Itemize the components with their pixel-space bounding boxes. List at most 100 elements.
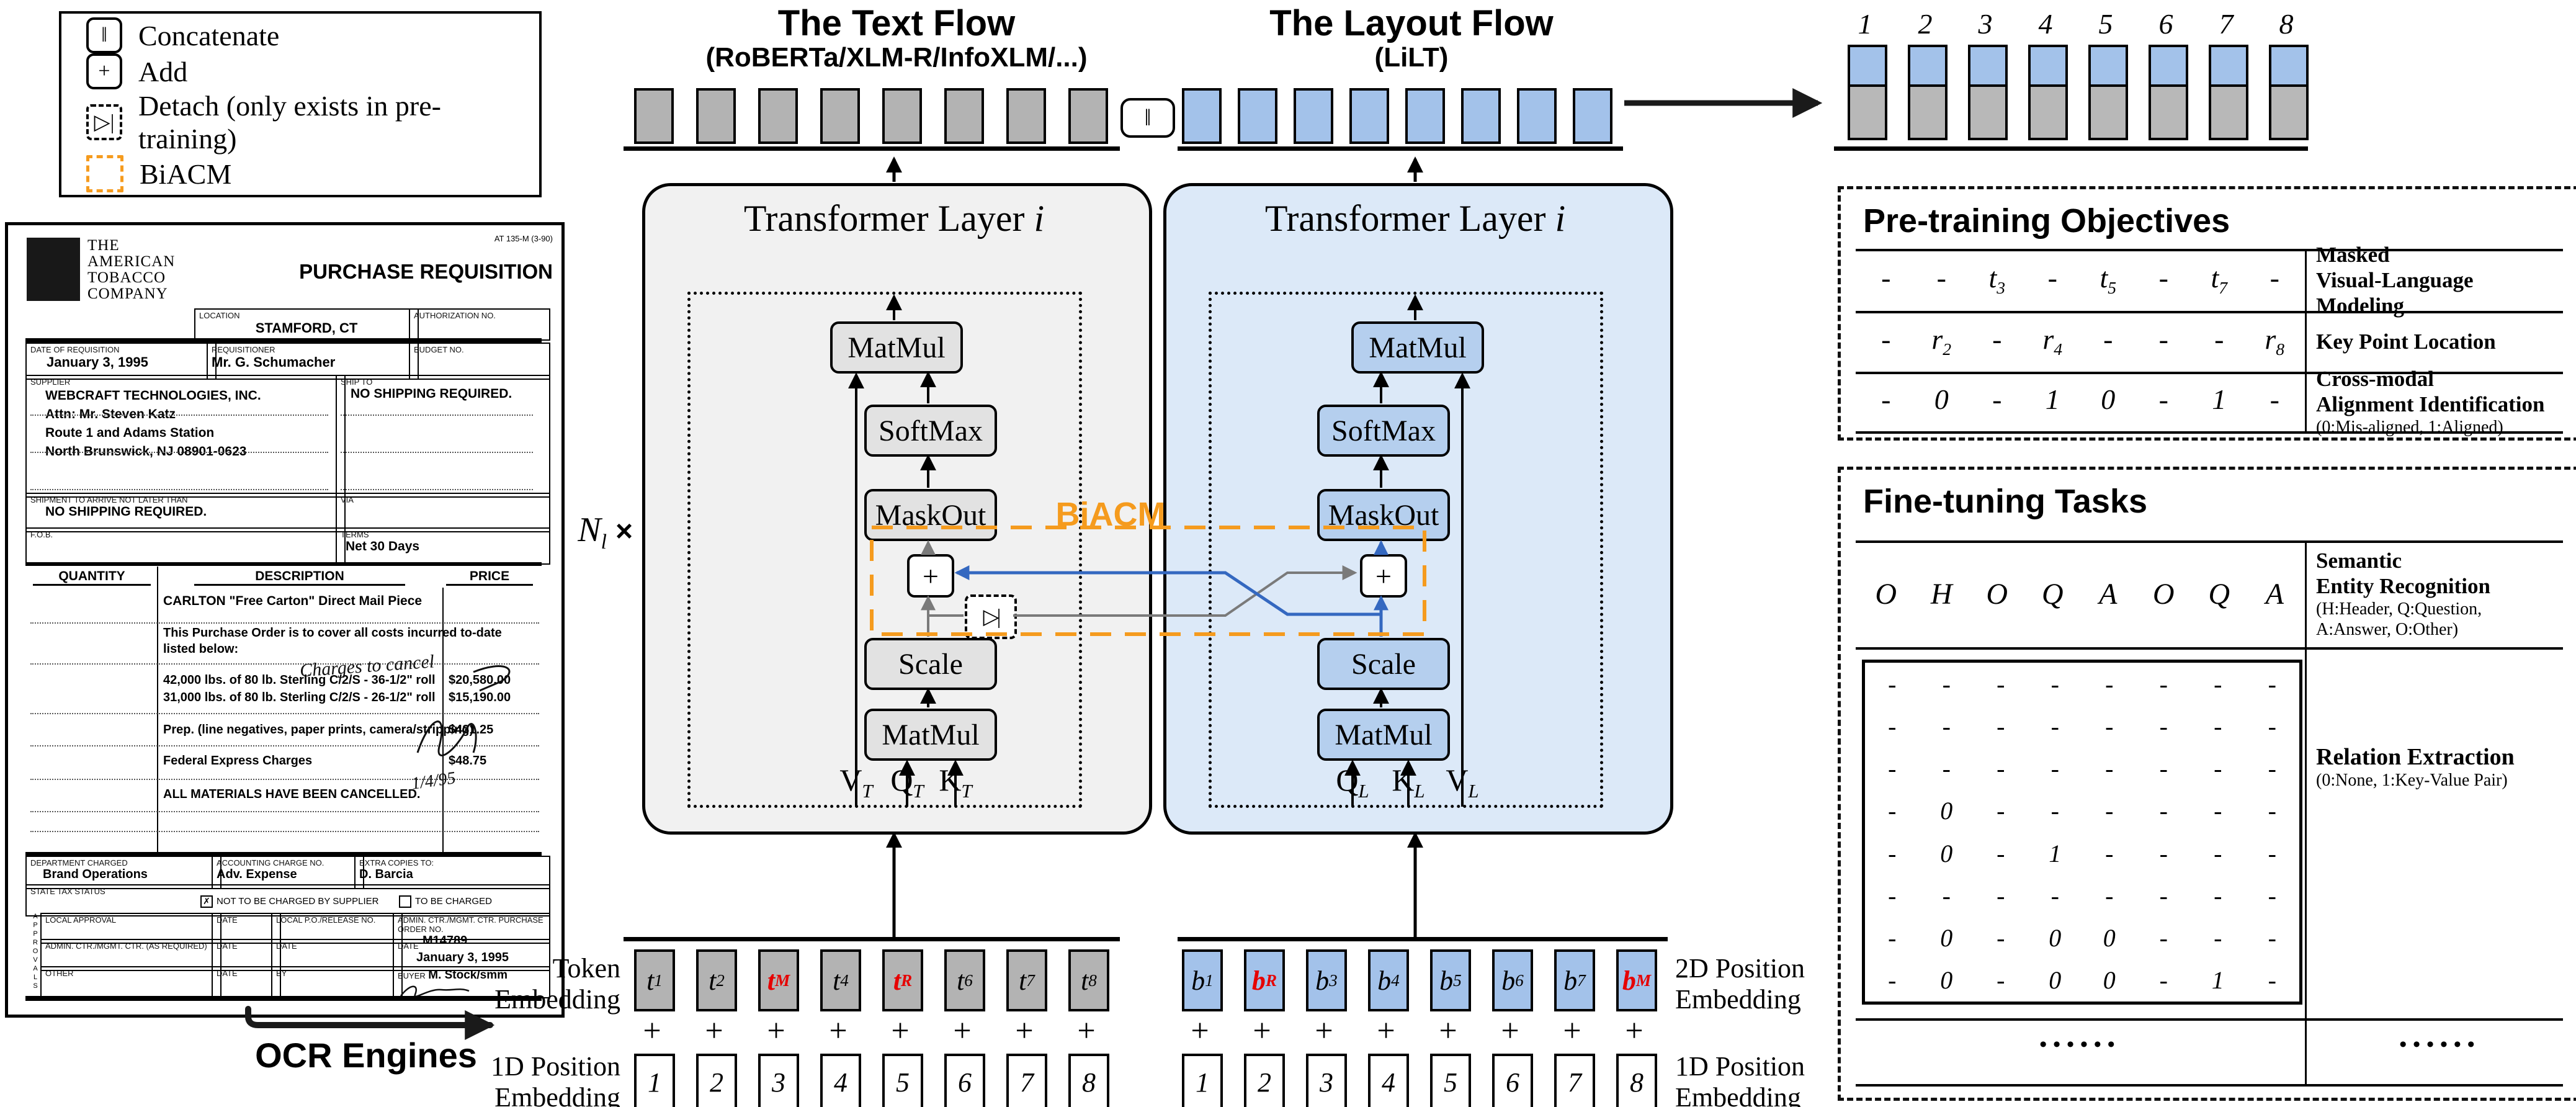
add-icon: + (86, 53, 122, 89)
position-embedding: 8 (1616, 1054, 1657, 1107)
terms-cell: TERMS Net 30 Days (336, 527, 550, 565)
layout-hidden-state (1517, 88, 1557, 144)
ellipsis-left: •••••• (2039, 1033, 2121, 1056)
add-sign: + (1501, 1013, 1519, 1049)
add-sign: + (1563, 1013, 1581, 1049)
output-index: 2 (1918, 8, 1933, 40)
finetuning-title: Fine-tuning Tasks (1863, 483, 2148, 520)
item-line: 42,000 lbs. of 80 lb. Sterling C/2/S - 3… (163, 673, 436, 687)
legend-item-detach: ▷| Detach (only exists in pre-training) (61, 89, 539, 155)
text-softmax: SoftMax (864, 405, 997, 457)
item-line: listed below: (163, 642, 239, 656)
legend-label: Detach (only exists in pre-training) (138, 90, 441, 155)
layout-embedding-line (1178, 937, 1668, 941)
text-input-V: VT (839, 763, 873, 802)
output-text-part (1908, 84, 1948, 140)
legend-item-concatenate: ‖ Concatenate (61, 17, 539, 53)
position-embedding: 5 (882, 1054, 923, 1107)
position-embedding: 3 (758, 1054, 799, 1107)
budget-cell: BUDGET NO. (409, 343, 550, 380)
text-input-Q: QT (890, 763, 924, 802)
position-embedding: 6 (944, 1054, 985, 1107)
text-hidden-state (820, 88, 860, 144)
layout-input-Q: QL (1336, 763, 1369, 802)
po-cell: ADMIN. CTR./MGMT. CTR. PURCHASE ORDER NO… (393, 913, 550, 944)
add-sign: + (1315, 1013, 1333, 1049)
add-sign: + (1439, 1013, 1457, 1049)
approval-cell: LOCAL P.O./RELEASE NO. (271, 913, 403, 944)
divider (25, 562, 542, 566)
layout-hidden-state (1294, 88, 1333, 144)
add-sign: + (829, 1013, 847, 1049)
item-price: $431.25 (449, 723, 494, 737)
approval-cell: BY (271, 966, 403, 998)
cai-label: Cross-modal Alignment Identification (0:… (2316, 366, 2545, 437)
approval-cell: DATE (212, 913, 281, 944)
output-layout-part (1848, 45, 1887, 87)
text-hidden-state (758, 88, 798, 144)
biacm-label: BiACM (1055, 496, 1166, 533)
layout-sequence-line (1178, 146, 1623, 151)
text-matmul-top: MatMul (830, 321, 963, 374)
output-index: 5 (2098, 8, 2113, 40)
position-embedding: 6 (1492, 1054, 1533, 1107)
approval-cell: DATE (212, 939, 281, 971)
output-layout-part (2269, 45, 2309, 87)
layout-add-node: + (1360, 554, 1407, 598)
layout-hidden-state (1349, 88, 1389, 144)
text-add-node: + (907, 554, 954, 598)
company-name: THE AMERICAN TOBACCO COMPANY (87, 237, 176, 302)
doc-title: PURCHASE REQUISITION (299, 260, 553, 283)
layout-hidden-state (1182, 88, 1222, 144)
output-layout-part (1908, 45, 1948, 87)
fob-cell: F.O.B. (25, 527, 346, 565)
approvals-label: APPROVALS (32, 913, 39, 991)
supplier-cell: SUPPLIER WEBCRAFT TECHNOLOGIES, INC. Att… (25, 375, 346, 498)
concatenate-node: ‖ (1120, 98, 1175, 138)
output-sequence-line (1834, 146, 2308, 151)
add-sign: + (1191, 1013, 1209, 1049)
text-hidden-state (1006, 88, 1046, 144)
text-transformer-title: Transformer Layer i (743, 198, 1045, 239)
tax-cell: STATE TAX STATUS ✗NOT TO BE CHARGED BY S… (25, 884, 550, 917)
via-cell: VIA (336, 493, 550, 532)
biacm-icon (86, 155, 123, 192)
item-line: 31,000 lbs. of 80 lb. Sterling C/2/S - 2… (163, 691, 436, 704)
re-label: Relation Extraction (0:None, 1:Key-Value… (2316, 744, 2515, 791)
output-index: 4 (2038, 8, 2053, 40)
position-embedding: 5 (1430, 1054, 1471, 1107)
position-embedding: 4 (1368, 1054, 1409, 1107)
output-text-part (2028, 84, 2068, 140)
layout-hidden-state (1238, 88, 1277, 144)
output-text-part (2149, 84, 2188, 140)
output-layout-part (2149, 45, 2188, 87)
acct-cell: ACCOUNTING CHARGE NO. Adv. Expense (212, 856, 364, 889)
text-embedding-line (624, 937, 1120, 941)
requisitioner-cell: REQUISITIONER Mr. G. Schumacher (207, 343, 419, 380)
layout-flow-subtitle: (LiLT) (1374, 42, 1449, 73)
detach-icon: ▷| (86, 104, 122, 140)
approval-cell: OTHER (40, 966, 221, 998)
text-detach-node: ▷| (965, 594, 1017, 639)
approval-cell: ADMIN. CTR./MGMT. CTR. (AS REQUIRED) (40, 939, 221, 971)
finetuning-panel: Fine-tuning Tasks O H O Q A O Q A Semant… (1838, 467, 2576, 1101)
table-vline (157, 567, 158, 852)
item-line: ALL MATERIALS HAVE BEEN CANCELLED. (163, 787, 421, 801)
authorization-cell: AUTHORIZATION NO. (409, 308, 550, 341)
output-index: 8 (2279, 8, 2294, 40)
layout-input-V: VL (1446, 763, 1479, 802)
text-hidden-state (944, 88, 984, 144)
divider (25, 338, 542, 343)
layout-matmul-top: MatMul (1351, 321, 1484, 374)
add-sign: + (705, 1013, 723, 1049)
approval-cell: DATE (271, 939, 403, 971)
